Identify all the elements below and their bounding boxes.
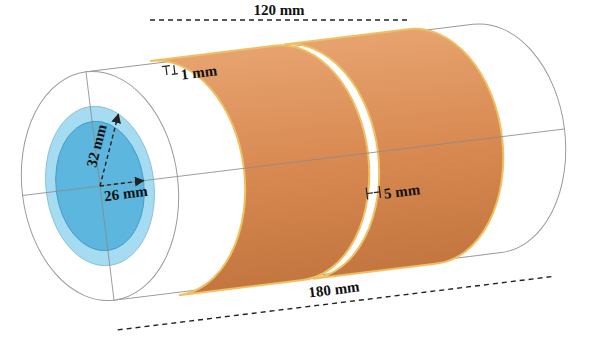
seam-line [177,129,564,177]
dimension-label: 120 mm [253,3,304,18]
dimension-label: 180 mm [308,279,361,300]
length-dimension-line [118,276,555,330]
gap-tick [366,186,380,199]
outer-ring [9,62,192,309]
band-dimension-line [150,19,408,20]
thickness-tick [162,65,178,76]
outer-blue-ring [37,100,164,272]
